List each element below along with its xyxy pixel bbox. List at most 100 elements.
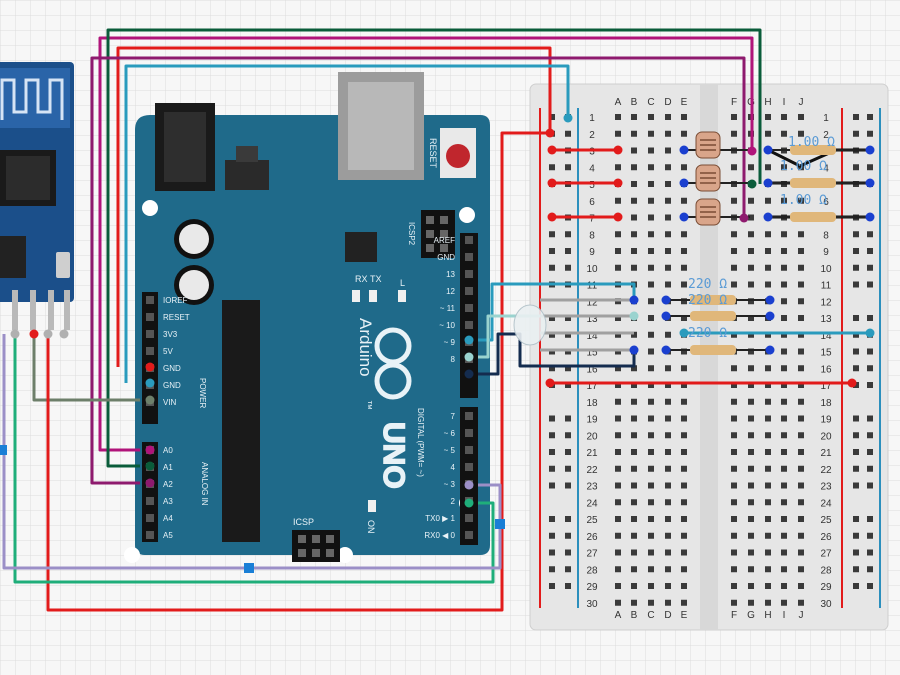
bt-button[interactable] xyxy=(56,252,70,278)
wire-endpoint[interactable] xyxy=(547,178,557,188)
resistors: 1.00 Ω 1.00 Ω 1.00 Ω 220 Ω 220 Ω 220 Ω xyxy=(666,135,870,355)
wire-bend-handle[interactable] xyxy=(244,563,254,573)
power-pin xyxy=(146,330,154,338)
wire-endpoint[interactable] xyxy=(763,145,773,155)
rail-hole xyxy=(853,482,859,489)
breadboard-hole xyxy=(615,499,621,506)
icsp2-pin xyxy=(440,244,448,252)
reset-button[interactable] xyxy=(446,144,470,168)
wire-endpoint[interactable] xyxy=(629,345,639,355)
breadboard-hole xyxy=(648,499,654,506)
wire-endpoint[interactable] xyxy=(865,178,875,188)
wire-endpoint[interactable] xyxy=(464,480,474,490)
capacitor-2-top xyxy=(179,270,209,300)
wire-endpoint[interactable] xyxy=(464,352,474,362)
wire-endpoint[interactable] xyxy=(547,145,557,155)
wire-endpoint[interactable] xyxy=(865,145,875,155)
digital-pin-label: GND xyxy=(437,253,455,262)
breadboard-hole xyxy=(615,415,621,422)
row-label-left: 14 xyxy=(586,331,598,342)
breadboard-hole xyxy=(681,281,687,288)
column-label-bottom: A xyxy=(615,610,622,621)
breadboard-hole xyxy=(681,130,687,137)
analog-pin-label: A3 xyxy=(163,497,173,506)
wire-endpoint[interactable] xyxy=(613,145,623,155)
wire-endpoint[interactable] xyxy=(547,212,557,222)
row-label-left: 15 xyxy=(586,348,598,359)
wire-endpoint[interactable] xyxy=(59,329,69,339)
row-label-right: 22 xyxy=(820,465,832,476)
power-pin-label: 5V xyxy=(163,347,173,356)
wire-endpoint[interactable] xyxy=(545,378,555,388)
wire-endpoint[interactable] xyxy=(545,128,555,138)
wire-endpoint[interactable] xyxy=(679,145,689,155)
breadboard-hole xyxy=(665,499,671,506)
wire-endpoint[interactable] xyxy=(563,113,573,123)
wire-endpoint[interactable] xyxy=(629,295,639,305)
wire-endpoint[interactable] xyxy=(10,329,20,339)
wire-endpoint[interactable] xyxy=(145,378,155,388)
l-led xyxy=(398,290,406,302)
breadboard-hole xyxy=(665,331,671,338)
breadboard-hole xyxy=(681,532,687,539)
wire-endpoint[interactable] xyxy=(765,311,775,321)
breadboard-hole xyxy=(631,214,637,221)
breadboard-hole xyxy=(665,281,671,288)
wire-endpoint[interactable] xyxy=(661,345,671,355)
breadboard-hole xyxy=(731,482,737,489)
wire-endpoint[interactable] xyxy=(765,295,775,305)
wire-endpoint[interactable] xyxy=(847,378,857,388)
wire-endpoint[interactable] xyxy=(747,146,757,156)
wire-endpoint[interactable] xyxy=(661,295,671,305)
wire-endpoint[interactable] xyxy=(613,212,623,222)
breadboard-hole xyxy=(681,415,687,422)
row-label-left: 19 xyxy=(586,415,598,426)
wire-endpoint[interactable] xyxy=(747,179,757,189)
column-label-top: B xyxy=(631,97,638,108)
column-label-top: E xyxy=(681,97,688,108)
wire-endpoint[interactable] xyxy=(865,212,875,222)
breadboard-hole xyxy=(781,331,787,338)
rail-hole xyxy=(565,164,571,171)
rail-hole xyxy=(549,465,555,472)
breadboard-hole xyxy=(615,432,621,439)
wire-endpoint[interactable] xyxy=(679,178,689,188)
breadboard-hole xyxy=(748,549,754,556)
wire-endpoint[interactable] xyxy=(763,178,773,188)
wire-endpoint[interactable] xyxy=(29,329,39,339)
wire-endpoint[interactable] xyxy=(145,461,155,471)
wire-endpoint[interactable] xyxy=(739,213,749,223)
voltage-regulator xyxy=(225,160,269,190)
wire-endpoint[interactable] xyxy=(145,362,155,372)
wire-endpoint[interactable] xyxy=(763,212,773,222)
wire-endpoint[interactable] xyxy=(661,311,671,321)
wire-endpoint[interactable] xyxy=(629,311,639,321)
wire-bend-handle[interactable] xyxy=(495,519,505,529)
wire-endpoint[interactable] xyxy=(679,212,689,222)
rail-hole xyxy=(867,264,873,271)
wire-endpoint[interactable] xyxy=(613,178,623,188)
wire-endpoint[interactable] xyxy=(43,329,53,339)
wire-endpoint[interactable] xyxy=(464,498,474,508)
rail-hole xyxy=(549,164,555,171)
wire-endpoint[interactable] xyxy=(679,328,689,338)
breadboard-hole xyxy=(781,382,787,388)
breadboard-hole xyxy=(781,532,787,539)
wire-endpoint[interactable] xyxy=(765,345,775,355)
wire-endpoint[interactable] xyxy=(145,478,155,488)
power-pin xyxy=(146,347,154,355)
rail-hole xyxy=(549,482,555,489)
wire-endpoint[interactable] xyxy=(464,369,474,379)
wire-endpoint[interactable] xyxy=(464,335,474,345)
wire-endpoint[interactable] xyxy=(145,395,155,405)
breadboard-hole xyxy=(648,549,654,556)
rgb-led-dome xyxy=(513,304,547,346)
wire-bend-handle[interactable] xyxy=(0,445,7,455)
row-label-left: 26 xyxy=(586,532,598,543)
row-label-right: 15 xyxy=(820,348,832,359)
wire-endpoint[interactable] xyxy=(145,445,155,455)
breadboard-hole xyxy=(765,248,771,254)
digital-pin-label: 13 xyxy=(446,270,455,279)
wire-endpoint[interactable] xyxy=(865,328,875,338)
